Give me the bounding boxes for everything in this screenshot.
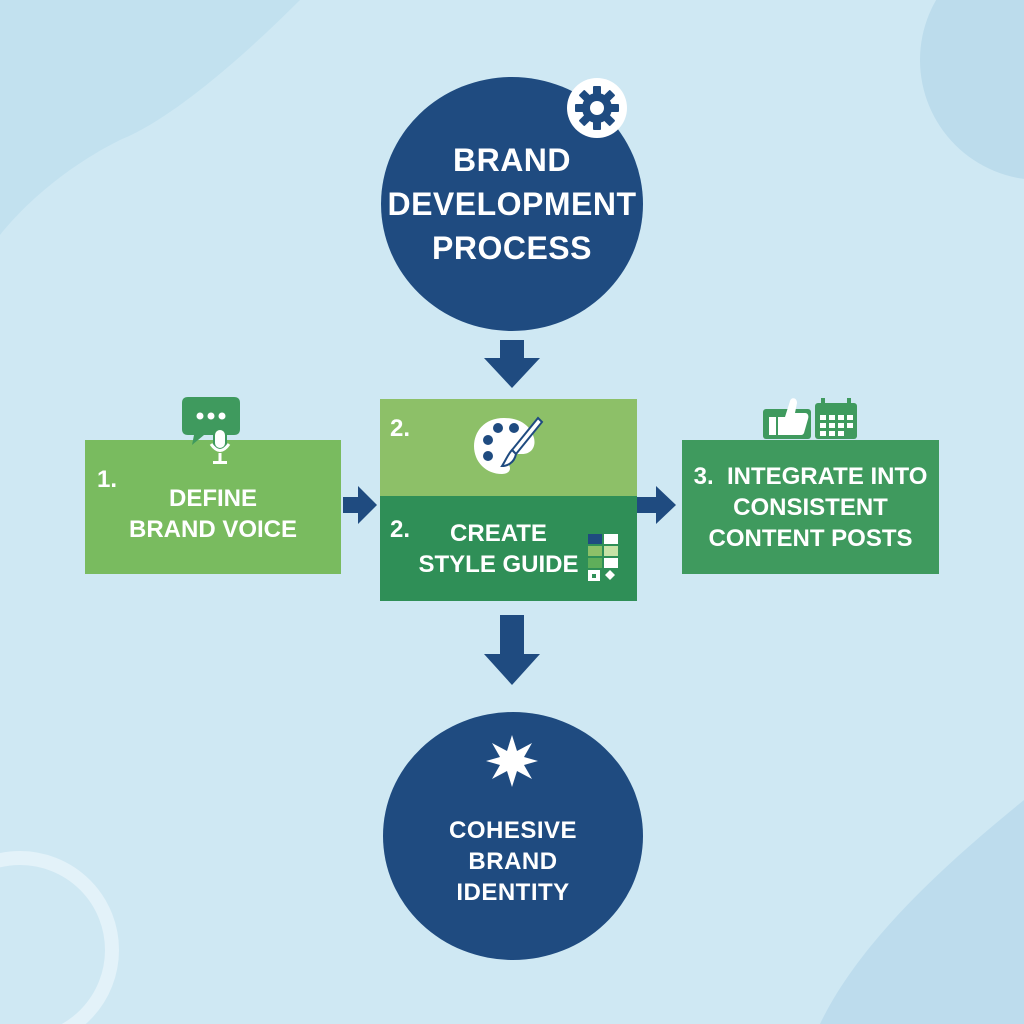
gear-icon (567, 78, 627, 138)
starburst-icon (486, 735, 538, 787)
step-1-line-2: BRAND VOICE (128, 516, 297, 543)
step-1-number: 1. (97, 466, 118, 493)
top-circle-line-3: PROCESS (432, 230, 592, 266)
bottom-circle-line-3: IDENTITY (456, 878, 570, 906)
speech-bubble-microphone-icon (182, 397, 240, 464)
step-1-box: 1. DEFINE BRAND VOICE (85, 440, 341, 574)
step-3-line-2: CONSISTENT (733, 493, 888, 521)
palette-brush-icon (474, 416, 544, 474)
step-3-box: 3. INTEGRATE INTO CONSISTENT CONTENT POS… (682, 440, 939, 574)
step-3-line-1: 3. INTEGRATE INTO (693, 462, 928, 490)
color-swatch-icon (588, 534, 618, 581)
arrow-box2-to-bottom (484, 615, 540, 685)
bottom-circle-line-2: BRAND (468, 847, 558, 875)
step-3-line-3: CONTENT POSTS (708, 524, 913, 552)
step-2-number: 2. (390, 516, 411, 543)
step-2-line-1: CREATE (450, 519, 547, 547)
thumbs-up-calendar-icon (763, 398, 857, 439)
arrow-box2-to-box3 (637, 486, 676, 524)
step-1-line-1: DEFINE (168, 485, 257, 512)
arrow-top-to-box2 (484, 340, 540, 388)
step-2-top-number: 2. (390, 415, 411, 442)
step-2-line-2: STYLE GUIDE (418, 550, 579, 578)
top-circle-line-2: DEVELOPMENT (387, 186, 637, 222)
bottom-circle-line-1: COHESIVE (448, 816, 578, 844)
top-circle-line-1: BRAND (452, 142, 572, 178)
arrow-box1-to-box2 (343, 486, 377, 524)
